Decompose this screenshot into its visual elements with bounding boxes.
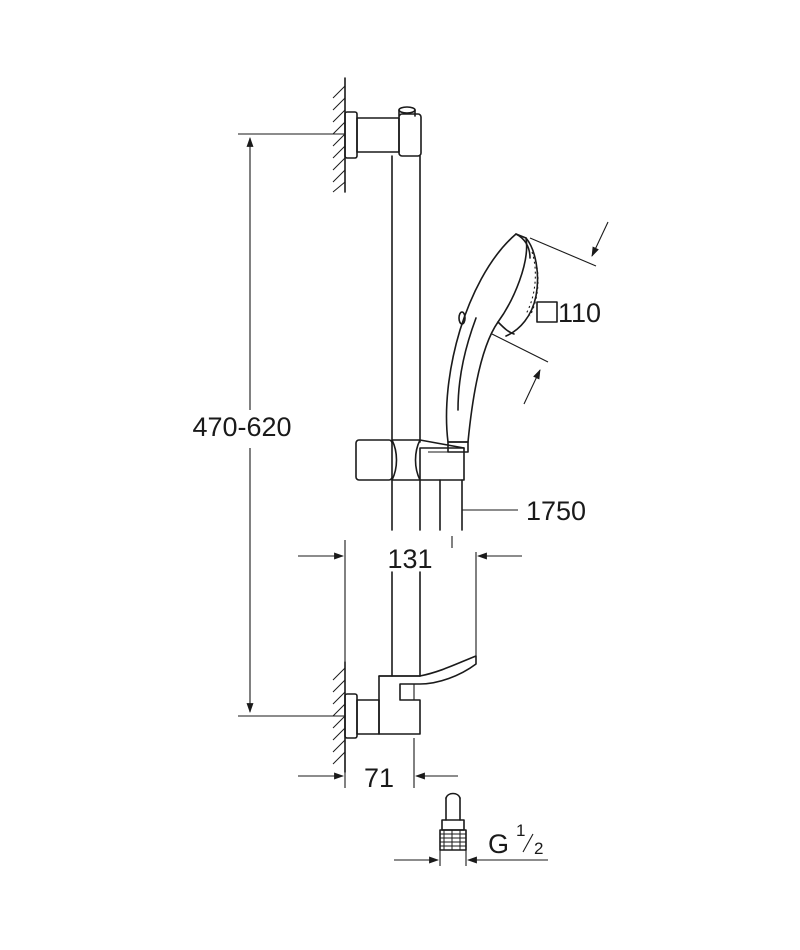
hose-length-dimension: 1750	[462, 496, 586, 526]
upper-wall-hatch	[332, 77, 346, 193]
hand-shower-size-label: 110	[558, 298, 601, 328]
shower-hose	[439, 479, 463, 531]
upper-wall-bracket	[344, 106, 422, 159]
square-size-symbol	[536, 301, 558, 323]
projection-label: 131	[387, 544, 432, 574]
hose-connector-detail	[439, 792, 467, 851]
lower-wall-hatch	[332, 661, 346, 773]
thread-prefix-label: G	[488, 829, 509, 859]
hand-shower	[445, 233, 539, 453]
wall-offset-dimension: 71	[298, 738, 458, 793]
thread-numerator-label: 1	[516, 821, 525, 840]
lower-wall-bracket	[344, 655, 477, 739]
hose-length-label: 1750	[526, 496, 586, 526]
thread-dimension: G 1 2	[394, 821, 548, 866]
shower-rail-upper	[391, 155, 421, 443]
wall-offset-label: 71	[364, 763, 394, 793]
thread-denominator-label: 2	[534, 839, 543, 858]
projection-dimension: 131	[298, 536, 522, 662]
height-range-label: 470-620	[192, 412, 291, 442]
height-dimension: 470-620	[192, 133, 345, 717]
hand-shower-size-dimension: 110	[491, 221, 609, 405]
shower-rail-lower	[391, 479, 421, 677]
